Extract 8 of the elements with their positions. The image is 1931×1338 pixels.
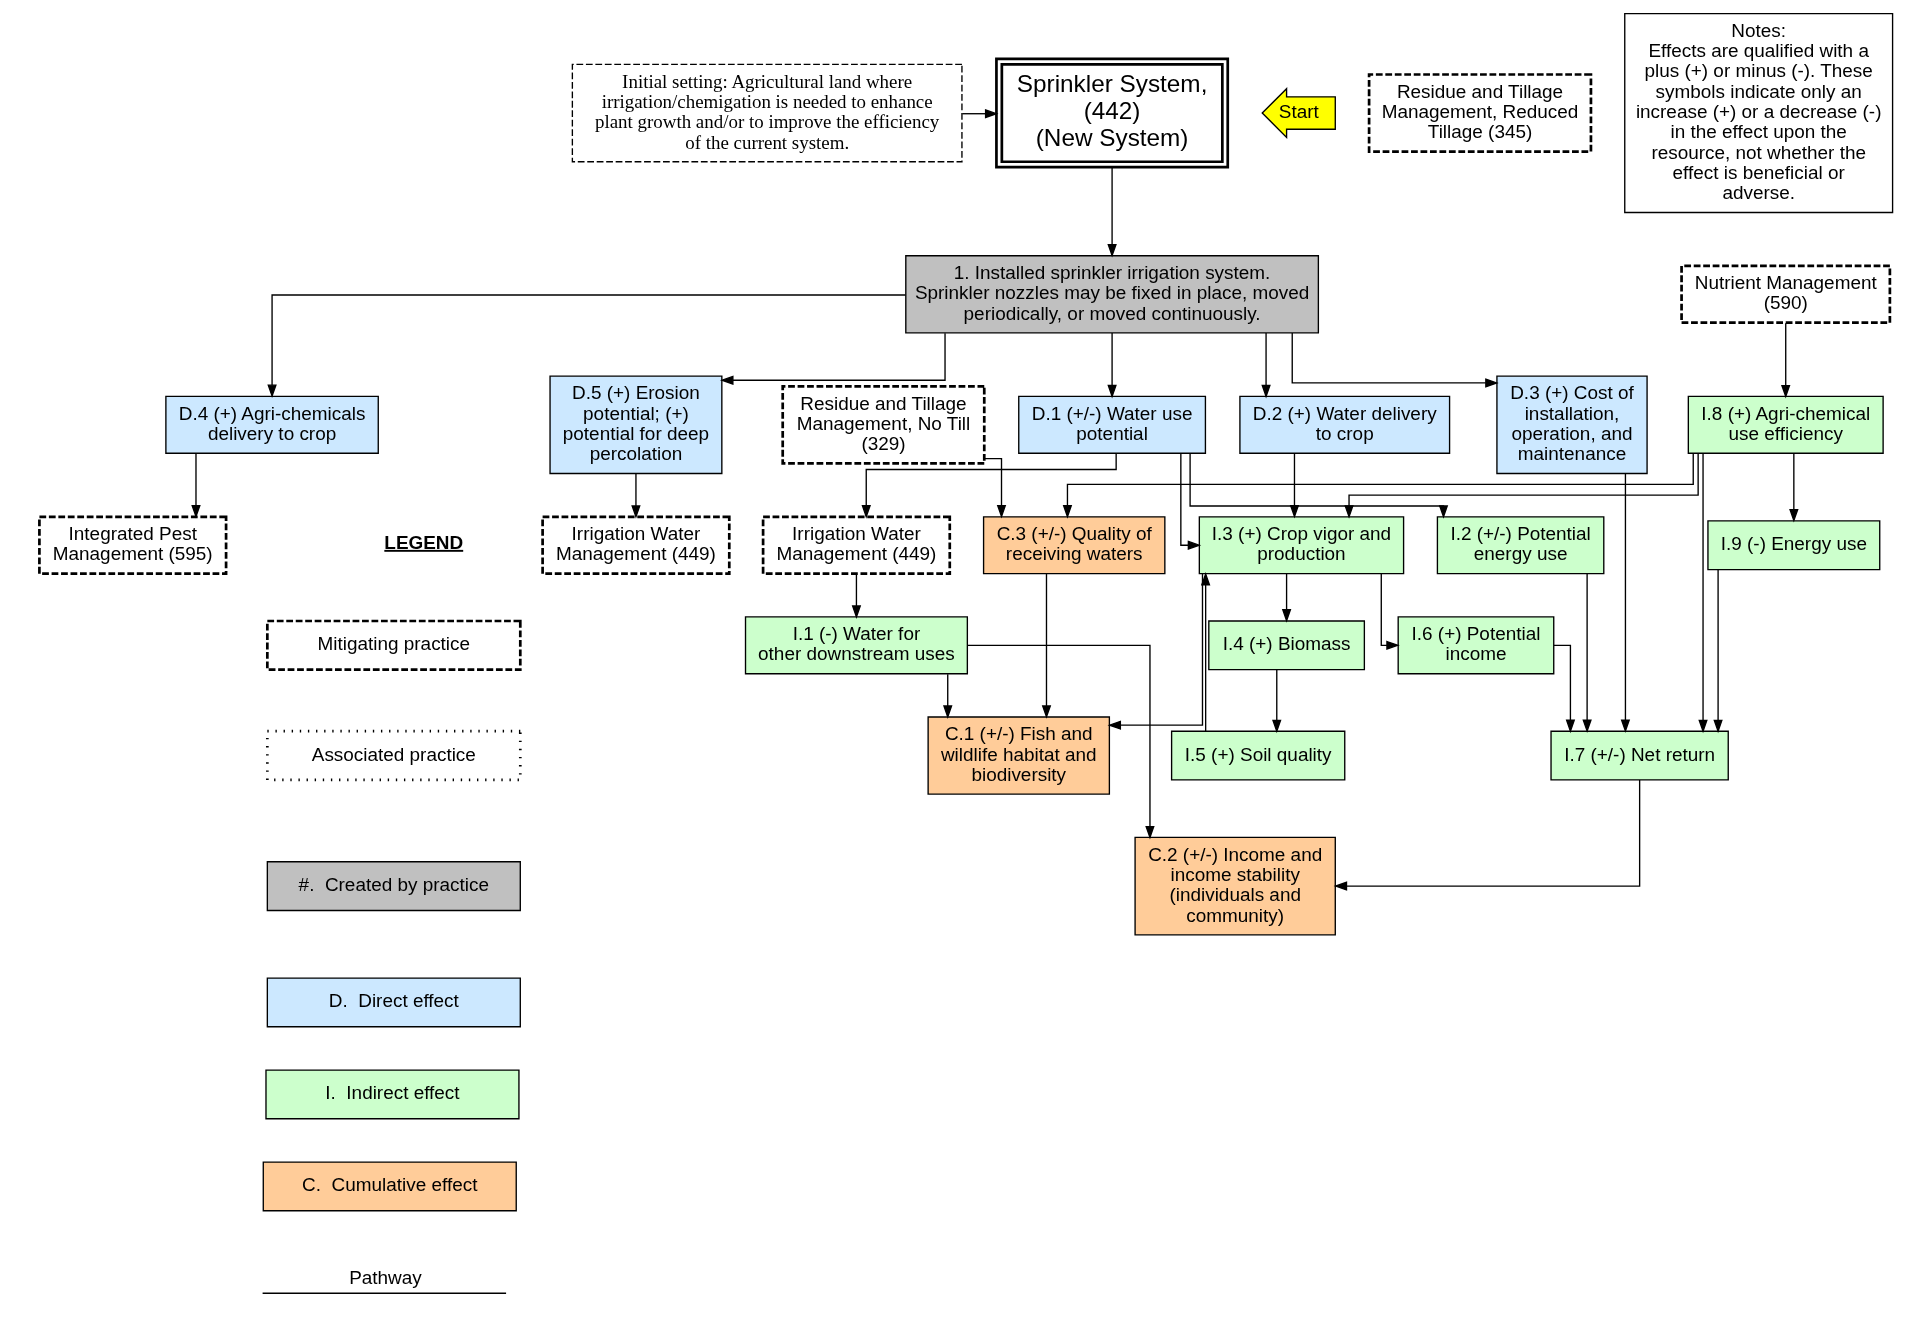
legend-label: I. Indirect effect (324, 1082, 460, 1104)
legend-label: Mitigating practice (317, 633, 470, 655)
label: LEGEND (383, 531, 463, 553)
legend-label: #. Created by practice (298, 874, 489, 896)
legend-label: Associated practice (311, 743, 476, 765)
legend-label: D. Direct effect (328, 990, 459, 1012)
legend-label: Pathway (348, 1267, 422, 1289)
legend-label: C. Cumulative effect (301, 1174, 477, 1196)
